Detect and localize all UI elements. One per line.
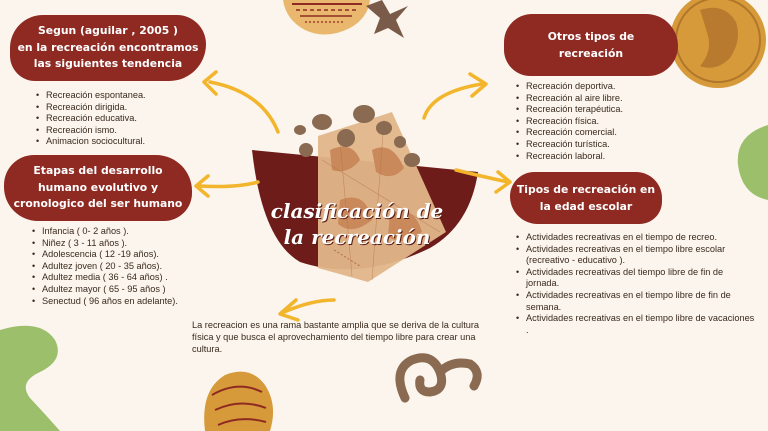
heading-line: cronologico del ser humano	[13, 197, 183, 211]
list-item: Recreación educativa.	[36, 113, 146, 125]
list-item: Recreación laboral.	[516, 151, 623, 163]
list-item: Recreación dirigida.	[36, 102, 146, 114]
pebbles-illustration	[294, 105, 420, 167]
arrow-top-left	[202, 70, 280, 134]
list-item: Recreación física.	[516, 116, 623, 128]
helmet-illustration	[204, 371, 274, 431]
heading-line: Segun (aguilar , 2005 )	[38, 24, 178, 38]
list-item: Actividades recreativas en el tiempo de …	[516, 232, 758, 244]
heading-etapas: Etapas del desarrollo humano evolutivo y…	[4, 155, 192, 221]
green-wave-bottom-left	[0, 325, 60, 431]
heading-tendencias: Segun (aguilar , 2005 ) en la recreación…	[10, 15, 206, 81]
arrow-top-right	[422, 72, 488, 120]
list-item: Recreación comercial.	[516, 127, 623, 139]
list-item: Recreación espontanea.	[36, 90, 146, 102]
definition-paragraph: La recreacion es una rama bastante ampli…	[192, 320, 480, 354]
list-item: Adultez joven ( 20 - 35 años).	[32, 261, 178, 273]
list-item: Infancia ( 0- 2 años ).	[32, 226, 178, 238]
list-item: Actividades recreativas en el tiempo lib…	[516, 290, 758, 313]
heading-line: las siguientes tendencia	[33, 57, 183, 71]
center-title-line: clasificación de	[270, 199, 444, 223]
swirl-illustration	[395, 353, 482, 403]
coin-illustration	[670, 0, 766, 88]
heading-line: Otros tipos de	[547, 30, 635, 43]
arrow-bottom	[278, 298, 336, 322]
green-shape-right	[737, 125, 768, 200]
heading-line: en la recreación encontramos	[17, 40, 199, 54]
list-item: Senectud ( 96 años en adelante).	[32, 296, 178, 308]
center-title: clasificación de la recreación	[262, 198, 452, 250]
arrow-mid-left	[194, 174, 260, 198]
list-item: Recreación ismo.	[36, 125, 146, 137]
heading-edad-escolar: Tipos de recreación en la edad escolar	[510, 172, 662, 224]
list-item: Recreación turística.	[516, 139, 623, 151]
heading-line: Tipos de recreación en	[516, 183, 656, 196]
list-item: Adultez mayor ( 65 - 95 años )	[32, 284, 178, 296]
heading-line: la edad escolar	[539, 200, 633, 213]
list-item: Actividades recreativas del tiempo libre…	[516, 267, 758, 290]
heading-line: Etapas del desarrollo	[33, 164, 163, 178]
center-title-line: la recreación	[283, 225, 431, 249]
list-etapas: Infancia ( 0- 2 años ). Niñez ( 3 - 11 a…	[28, 226, 178, 307]
list-tendencias: Recreación espontanea. Recreación dirigi…	[32, 90, 146, 148]
list-item: Recreación terapéutica.	[516, 104, 623, 116]
heading-otros-tipos: Otros tipos de recreación	[504, 14, 678, 76]
list-edad-escolar: Actividades recreativas en el tiempo de …	[512, 232, 758, 336]
list-item: Recreación deportiva.	[516, 81, 623, 93]
starfish-illustration	[366, 0, 408, 38]
arrows	[194, 70, 512, 322]
heading-line: recreación	[558, 47, 624, 60]
list-item: Niñez ( 3 - 11 años ).	[32, 238, 178, 250]
list-item: Actividades recreativas en el tiempo lib…	[516, 313, 758, 336]
map-illustration	[318, 112, 446, 282]
heading-line: humano evolutivo y	[37, 180, 159, 194]
list-item: Adolescencia ( 12 -19 años).	[32, 249, 178, 261]
list-item: Actividades recreativas en el tiempo lib…	[516, 244, 758, 267]
list-item: Recreación al aire libre.	[516, 93, 623, 105]
list-item: Adultez media ( 36 - 64 años) .	[32, 272, 178, 284]
vase-illustration	[283, 0, 370, 35]
list-item: Animacion sociocultural.	[36, 136, 146, 148]
arrow-mid-right	[454, 168, 512, 194]
list-otros-tipos: Recreación deportiva. Recreación al aire…	[512, 81, 623, 162]
